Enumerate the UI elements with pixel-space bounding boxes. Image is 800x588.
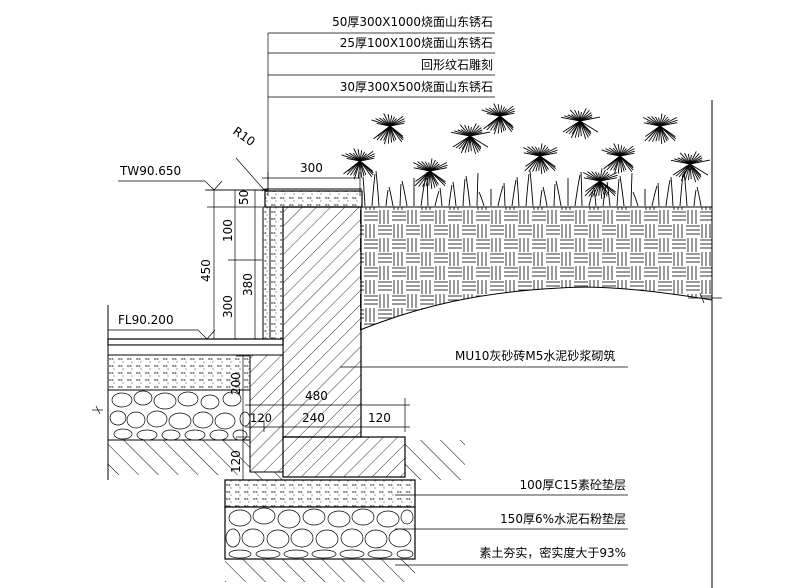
wall-footing-hatch (249, 343, 284, 473)
svg-text:FL90.200: FL90.200 (118, 313, 174, 327)
shrub-tuft (481, 103, 516, 135)
dim-120-right: 120 (368, 411, 391, 425)
shrub-tuft (642, 113, 678, 145)
mortar-layer (107, 344, 284, 356)
dim-380: 380 (241, 273, 255, 296)
bottom-callouts: 100厚C15素砼垫层 150厚6%水泥石粉垫层 素土夯实，密实度大于93% (395, 477, 628, 566)
gravel-stones-bottom (225, 507, 414, 559)
shrub-tuft (582, 168, 618, 200)
horizontal-dimensions: 480 240 120 120 (245, 389, 410, 432)
callout-coping-stone: 50厚300X1000烧面山东锈石 (332, 15, 493, 29)
dim-480: 480 (305, 389, 328, 403)
shrub-tuft (560, 108, 601, 140)
grass-blades (362, 170, 702, 207)
shrub-tuft (450, 123, 491, 155)
shrub-tuft (341, 148, 376, 180)
svg-text:300: 300 (300, 161, 323, 175)
shrub-tuft (412, 158, 448, 190)
dim-200: 200 (229, 372, 243, 395)
shrub-tuft (522, 143, 558, 175)
facing-stone (262, 206, 284, 345)
dim-120-vertical: 120 (229, 450, 243, 473)
planting-shrubs (341, 103, 711, 207)
callout-stone-powder: 150厚6%水泥石粉垫层 (500, 511, 626, 526)
top-callouts: 50厚300X1000烧面山东锈石 25厚100X100烧面山东锈石 回形纹石雕… (267, 15, 495, 190)
stone-powder-layer (224, 506, 416, 560)
dim-120-left: 120 (250, 411, 272, 425)
dim-240: 240 (302, 411, 325, 425)
elevation-floor: FL90.200 (108, 313, 216, 340)
svg-text:MU10灰砂砖M5水泥砂浆砌筑: MU10灰砂砖M5水泥砂浆砌筑 (455, 348, 615, 363)
vertical-dimensions: 50 100 450 380 300 200 120 (199, 189, 262, 481)
elevation-top-wall: TW90.650 (118, 164, 268, 191)
dim-100: 100 (221, 219, 235, 242)
concrete-pad (224, 479, 416, 508)
svg-text:TW90.650: TW90.650 (119, 164, 181, 178)
wall-material-callout: MU10灰砂砖M5水泥砂浆砌筑 (340, 348, 628, 368)
radius-label: R10 (230, 124, 257, 149)
callout-compacted-soil: 素土夯实，密实度大于93% (479, 545, 626, 560)
shrub-tuft (601, 143, 636, 175)
callout-carving: 回形纹石雕刻 (421, 57, 493, 72)
callout-concrete-pad: 100厚C15素砼垫层 (519, 477, 626, 492)
paving-layer (107, 338, 284, 346)
shrub-tuft (371, 113, 406, 145)
coping-stone (264, 190, 363, 208)
callout-tile-strip: 25厚100X100烧面山东锈石 (340, 36, 493, 50)
gravel-stones-left (109, 390, 251, 441)
shrub-tuft (670, 151, 711, 183)
dim-300: 300 (221, 295, 235, 318)
dim-50: 50 (237, 190, 251, 205)
callout-facing-stone: 30厚300X500烧面山东锈石 (340, 80, 493, 94)
dim-450: 450 (199, 259, 213, 282)
footing-block (282, 436, 406, 478)
